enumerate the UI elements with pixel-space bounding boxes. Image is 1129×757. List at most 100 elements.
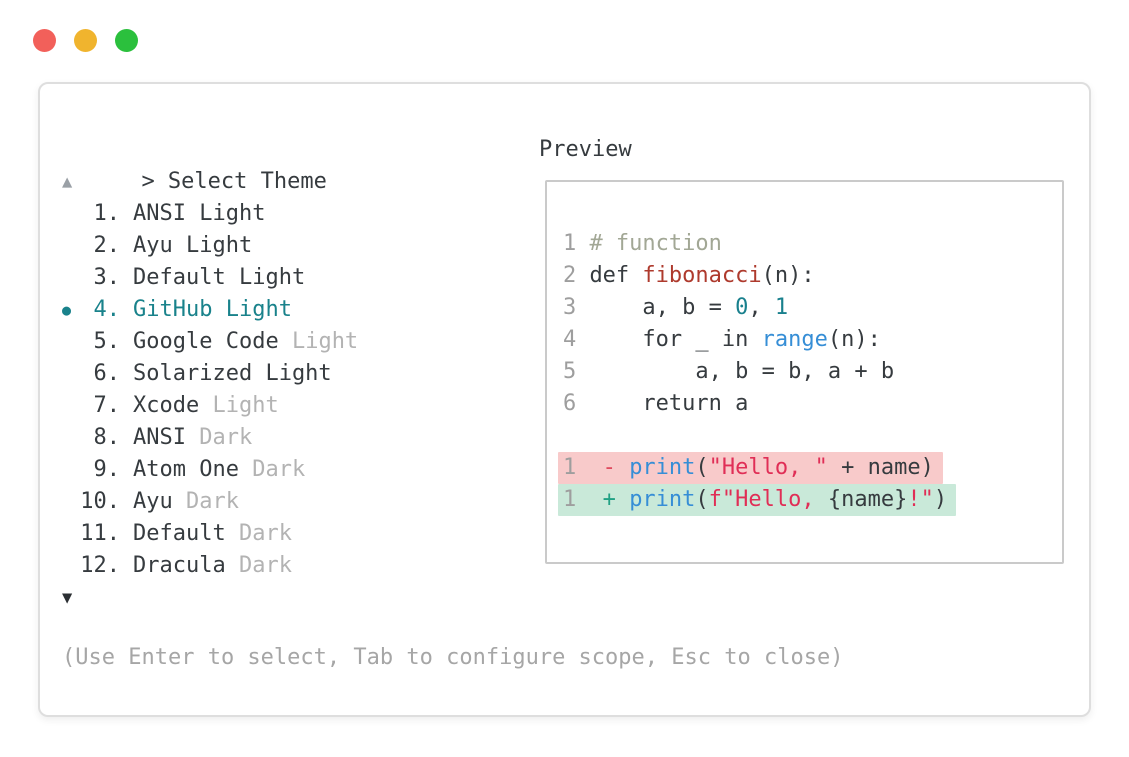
theme-item-name: Xcode Light: [133, 390, 279, 422]
select-theme-header: > Select Theme: [62, 134, 326, 194]
line-number: 2: [563, 263, 577, 288]
theme-name-segment: Xcode: [133, 393, 213, 418]
code-token: for _ in: [589, 327, 762, 352]
code-token: range: [761, 327, 828, 352]
code-line: 2 def fibonacci(n):: [563, 260, 1062, 292]
theme-name-segment: Google Code: [133, 329, 292, 354]
diff-line-removed: 1 - print("Hello, " + name): [558, 452, 1062, 484]
code-token: 0: [735, 295, 749, 320]
theme-item-number: 3.: [93, 265, 121, 290]
code-token: +: [589, 487, 630, 512]
theme-name-segment: Dark: [252, 457, 306, 482]
code-token: (n):: [827, 327, 881, 352]
theme-item-number: 9.: [93, 457, 121, 482]
theme-name-segment: Light: [291, 329, 359, 354]
theme-list-item[interactable]: 10. Ayu Dark: [62, 486, 358, 518]
theme-item-number: 1.: [93, 201, 121, 226]
theme-item-number: 11.: [80, 521, 120, 546]
code-token: 1: [774, 295, 789, 320]
code-token: -: [589, 455, 630, 480]
code-token: + name): [827, 455, 934, 480]
code-token: a, b =: [589, 295, 736, 320]
code-token: a, b = b, a + b: [589, 359, 895, 384]
preview-title: Preview: [539, 137, 632, 162]
panel-title: Select Theme: [167, 169, 327, 194]
theme-list-item[interactable]: 6. Solarized Light: [62, 358, 358, 390]
theme-name-segment: Light: [212, 393, 279, 418]
theme-item-name: Default Light: [133, 262, 305, 294]
theme-name-segment: GitHub Light: [133, 297, 292, 322]
theme-item-name: Solarized Light: [133, 358, 332, 390]
theme-list-item[interactable]: 2. Ayu Light: [62, 230, 358, 262]
code-token: def: [589, 263, 643, 288]
theme-list-item[interactable]: 7. Xcode Light: [62, 390, 358, 422]
code-token: print: [629, 487, 696, 512]
diff-line-added: 1 + print(f"Hello, {name}!"): [558, 484, 1062, 516]
theme-item-name: ANSI Dark: [133, 422, 252, 454]
code-token: ,: [748, 295, 775, 320]
code-token: !": [907, 487, 934, 512]
minimize-button[interactable]: [74, 29, 97, 52]
theme-item-name: ANSI Light: [133, 198, 265, 230]
theme-item-number: 2.: [93, 233, 121, 258]
theme-name-segment: Default Light: [133, 265, 306, 290]
theme-list: 1. ANSI Light 2. Ayu Light 3. Default Light ●4…: [62, 198, 358, 582]
theme-name-segment: Dark: [238, 521, 292, 546]
theme-item-number: 6.: [93, 361, 121, 386]
theme-list-item[interactable]: 5. Google Code Light: [62, 326, 359, 358]
theme-name-segment: Default: [133, 521, 239, 546]
theme-item-number: 5.: [93, 329, 121, 354]
code-token: print: [629, 455, 696, 480]
line-number: 3: [563, 295, 577, 320]
code-token: (n):: [761, 263, 815, 288]
code-token: # function: [589, 231, 722, 256]
code-token: ): [933, 487, 948, 512]
theme-item-number: 10.: [80, 489, 120, 514]
theme-list-item[interactable]: 11. Default Dark: [62, 518, 358, 550]
scroll-down-icon[interactable]: ▼: [62, 588, 73, 608]
close-button[interactable]: [33, 29, 56, 52]
theme-name-segment: ANSI: [133, 425, 200, 450]
code-token: "Hello, ": [708, 455, 828, 480]
theme-name-segment: Dark: [238, 553, 292, 578]
code-line: 3 a, b = 0, 1: [563, 292, 1062, 324]
theme-item-number: 8.: [93, 425, 121, 450]
code-line: 5 a, b = b, a + b: [563, 356, 1062, 388]
line-number: 4: [563, 327, 577, 352]
theme-item-name: Dracula Dark: [133, 550, 292, 582]
scroll-up-icon[interactable]: ▲: [62, 172, 73, 192]
code-token: fibonacci: [642, 263, 762, 288]
theme-name-segment: Dark: [185, 489, 239, 514]
diff-highlight: 1 + print(f"Hello, {name}!"): [558, 484, 957, 516]
theme-list-item[interactable]: 12.Dracula Dark: [62, 550, 358, 582]
theme-list-item[interactable]: 9.Atom One Dark: [62, 454, 358, 486]
prompt-symbol: >: [141, 169, 155, 194]
selected-bullet-icon: ●: [62, 301, 72, 319]
code-line: 6 return a: [563, 388, 1062, 420]
theme-name-segment: Ayu Light: [133, 233, 253, 258]
theme-item-name: Ayu Light: [133, 230, 252, 262]
theme-list-item[interactable]: ●4.GitHub Light: [62, 294, 358, 326]
theme-item-name: Default Dark: [133, 518, 292, 550]
theme-name-segment: Solarized Light: [133, 361, 332, 386]
theme-item-number: 7.: [93, 393, 121, 418]
help-text: (Use Enter to select, Tab to configure s…: [62, 645, 844, 670]
diff-highlight: 1 - print("Hello, " + name): [558, 452, 943, 484]
maximize-button[interactable]: [115, 29, 138, 52]
line-number: 1: [563, 231, 577, 256]
theme-name-segment: Dark: [199, 425, 253, 450]
theme-list-item[interactable]: 8. ANSI Dark: [62, 422, 358, 454]
line-number: 1: [563, 487, 577, 512]
window-controls: [33, 29, 138, 52]
theme-list-item[interactable]: 1. ANSI Light: [62, 198, 358, 230]
theme-item-name: Ayu Dark: [133, 486, 239, 518]
theme-list-item[interactable]: 3. Default Light: [62, 262, 358, 294]
theme-item-name: GitHub Light: [133, 294, 292, 326]
line-number: 1: [563, 455, 577, 480]
line-number: 5: [563, 359, 577, 384]
code-token: f"Hello,: [708, 487, 828, 512]
theme-item-name: Google Code Light: [133, 326, 358, 358]
